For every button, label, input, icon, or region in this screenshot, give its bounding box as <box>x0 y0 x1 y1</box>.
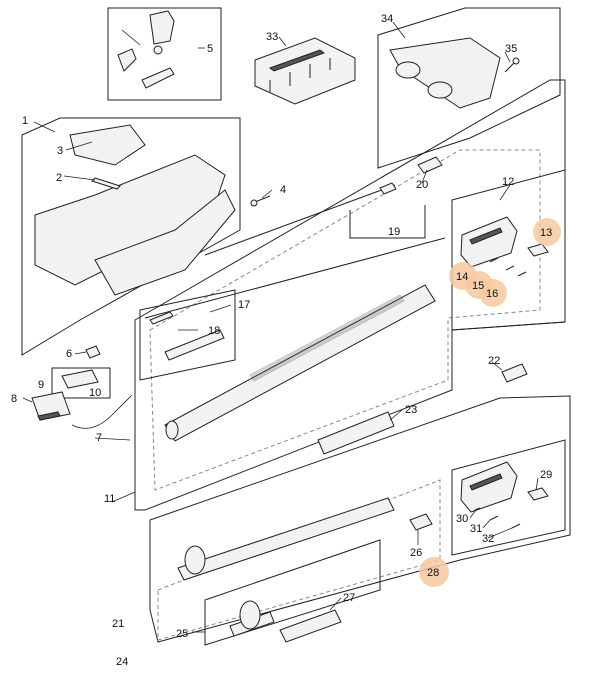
highlight-28 <box>419 557 449 587</box>
callout-32[interactable]: 32 <box>482 533 494 545</box>
callout-labels: 1 2 3 4 5 6 7 8 9 10 11 12 13 14 15 16 1… <box>11 13 552 668</box>
part-17-assembly <box>149 311 225 361</box>
part-25-shaft <box>229 600 275 637</box>
highlight-markers <box>419 218 561 587</box>
part-30-32-screws <box>474 507 521 529</box>
highlight-16 <box>479 279 507 307</box>
part-27-tube <box>279 609 342 643</box>
callout-33[interactable]: 33 <box>266 31 278 43</box>
callout-4[interactable]: 4 <box>280 184 286 196</box>
part-7-cable <box>71 394 133 429</box>
callout-17[interactable]: 17 <box>238 299 250 311</box>
frame-group-19 <box>349 205 426 239</box>
callout-7[interactable]: 7 <box>96 432 102 444</box>
callout-14[interactable]: 14 <box>456 271 468 283</box>
callout-20[interactable]: 20 <box>416 179 428 191</box>
callout-13[interactable]: 13 <box>540 227 552 239</box>
part-11-shaft <box>144 237 446 442</box>
callout-24[interactable]: 24 <box>116 656 128 668</box>
part-12-head <box>460 216 518 268</box>
part-28-head <box>460 461 518 513</box>
part-14-16-screws <box>489 257 527 277</box>
callout-15[interactable]: 15 <box>472 280 484 292</box>
callout-8[interactable]: 8 <box>11 393 17 405</box>
part-35-screw <box>504 57 520 73</box>
part-22-clip <box>501 363 528 383</box>
part-33-holder <box>254 37 356 105</box>
frame-group-5 <box>107 7 222 101</box>
callout-34[interactable]: 34 <box>381 13 393 25</box>
part-8-battery <box>31 391 71 421</box>
part-21-shaft <box>177 497 395 581</box>
callout-30[interactable]: 30 <box>456 513 468 525</box>
callout-35[interactable]: 35 <box>505 43 517 55</box>
frame-group-1 <box>21 117 241 356</box>
part-23-plate <box>317 411 395 455</box>
callout-23[interactable]: 23 <box>405 404 417 416</box>
callout-11[interactable]: 11 <box>104 493 115 505</box>
callout-25[interactable]: 25 <box>176 628 188 640</box>
frame-group-12 <box>451 169 566 331</box>
part-29-knob <box>527 487 549 501</box>
callout-6[interactable]: 6 <box>66 348 72 360</box>
callout-9[interactable]: 9 <box>38 379 44 391</box>
part-10-latch <box>61 369 99 389</box>
callout-1[interactable]: 1 <box>22 115 28 127</box>
part-13-knob <box>527 243 549 257</box>
callout-29[interactable]: 29 <box>540 469 552 481</box>
callout-2[interactable]: 2 <box>56 172 62 184</box>
callout-22[interactable]: 22 <box>488 355 500 367</box>
part-26-coupler <box>409 513 433 531</box>
callout-5[interactable]: 5 <box>207 43 213 55</box>
callout-16[interactable]: 16 <box>486 288 498 300</box>
part-4-screw <box>250 195 271 207</box>
highlight-13 <box>533 218 561 246</box>
frame-group-25 <box>204 539 381 646</box>
callout-12[interactable]: 12 <box>502 176 514 188</box>
callout-28[interactable]: 28 <box>427 567 439 579</box>
part-20-connector <box>417 156 443 174</box>
frame-group-17 <box>139 289 236 381</box>
callout-3[interactable]: 3 <box>57 145 63 157</box>
callout-18[interactable]: 18 <box>208 325 220 337</box>
callout-26[interactable]: 26 <box>410 547 422 559</box>
part-1-housing <box>34 124 236 296</box>
callout-27[interactable]: 27 <box>343 592 355 604</box>
callout-21[interactable]: 21 <box>112 618 124 630</box>
callout-31[interactable]: 31 <box>470 523 482 535</box>
callout-10[interactable]: 10 <box>89 387 101 399</box>
part-5-clips <box>117 10 175 89</box>
part-34-handle <box>389 37 501 109</box>
frame-group-28 <box>451 439 566 556</box>
part-19-cable <box>204 182 397 256</box>
frame-group-24 <box>149 395 571 643</box>
callout-19[interactable]: 19 <box>388 226 400 238</box>
frame-group-9 <box>51 367 111 399</box>
part-6-clip <box>85 345 101 359</box>
frame-group-34 <box>377 7 561 169</box>
leader-lines <box>22 21 539 633</box>
